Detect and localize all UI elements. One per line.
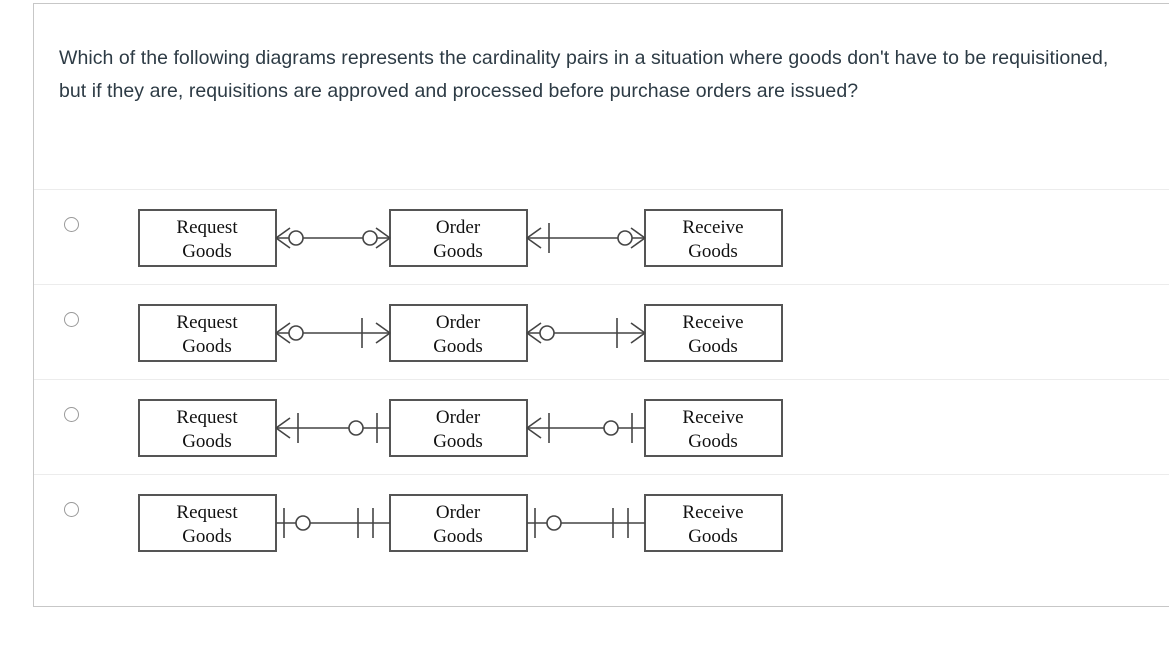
answer-options-list: Request Goods Order Goods Receive Goods xyxy=(34,189,1169,569)
entity-label: Goods xyxy=(182,526,232,547)
entity-label: Goods xyxy=(433,526,483,547)
entity-label: Receive xyxy=(682,502,743,523)
entity-label: Order xyxy=(436,217,481,238)
entity-label: Goods xyxy=(433,241,483,262)
entity-label: Goods xyxy=(688,526,738,547)
entity-label: Order xyxy=(436,502,481,523)
diagram-option-3: Request Goods Order Goods Receive Goods xyxy=(94,380,814,475)
question-text: Which of the following diagrams represen… xyxy=(59,47,1109,102)
entity-label: Request xyxy=(176,502,238,523)
radio-button-option-2[interactable] xyxy=(64,312,79,327)
answer-option-2[interactable]: Request Goods Order Goods Receive Goods xyxy=(34,284,1169,379)
entity-label: Goods xyxy=(433,336,483,357)
entity-label: Goods xyxy=(182,336,232,357)
answer-option-1[interactable]: Request Goods Order Goods Receive Goods xyxy=(34,189,1169,284)
answer-option-4[interactable]: Request Goods Order Goods Receive Goods xyxy=(34,474,1169,569)
radio-button-option-1[interactable] xyxy=(64,217,79,232)
entity-label: Goods xyxy=(688,336,738,357)
radio-button-option-4[interactable] xyxy=(64,502,79,517)
entity-label: Request xyxy=(176,312,238,333)
entity-label: Request xyxy=(176,407,238,428)
entity-label: Order xyxy=(436,407,481,428)
entity-label: Goods xyxy=(433,431,483,452)
diagram-option-4: Request Goods Order Goods Receive Goods xyxy=(94,475,814,570)
diagram-option-2: Request Goods Order Goods Receive Goods xyxy=(94,285,814,380)
quiz-question-card: Which of the following diagrams represen… xyxy=(33,3,1169,607)
radio-button-option-3[interactable] xyxy=(64,407,79,422)
entity-label: Goods xyxy=(688,431,738,452)
entity-label: Goods xyxy=(688,241,738,262)
entity-label: Order xyxy=(436,312,481,333)
entity-label: Receive xyxy=(682,312,743,333)
entity-label: Goods xyxy=(182,431,232,452)
entity-label: Receive xyxy=(682,217,743,238)
entity-label: Receive xyxy=(682,407,743,428)
diagram-option-1: Request Goods Order Goods Receive Goods xyxy=(94,190,814,285)
answer-option-3[interactable]: Request Goods Order Goods Receive Goods xyxy=(34,379,1169,474)
entity-label: Request xyxy=(176,217,238,238)
entity-label: Goods xyxy=(182,241,232,262)
